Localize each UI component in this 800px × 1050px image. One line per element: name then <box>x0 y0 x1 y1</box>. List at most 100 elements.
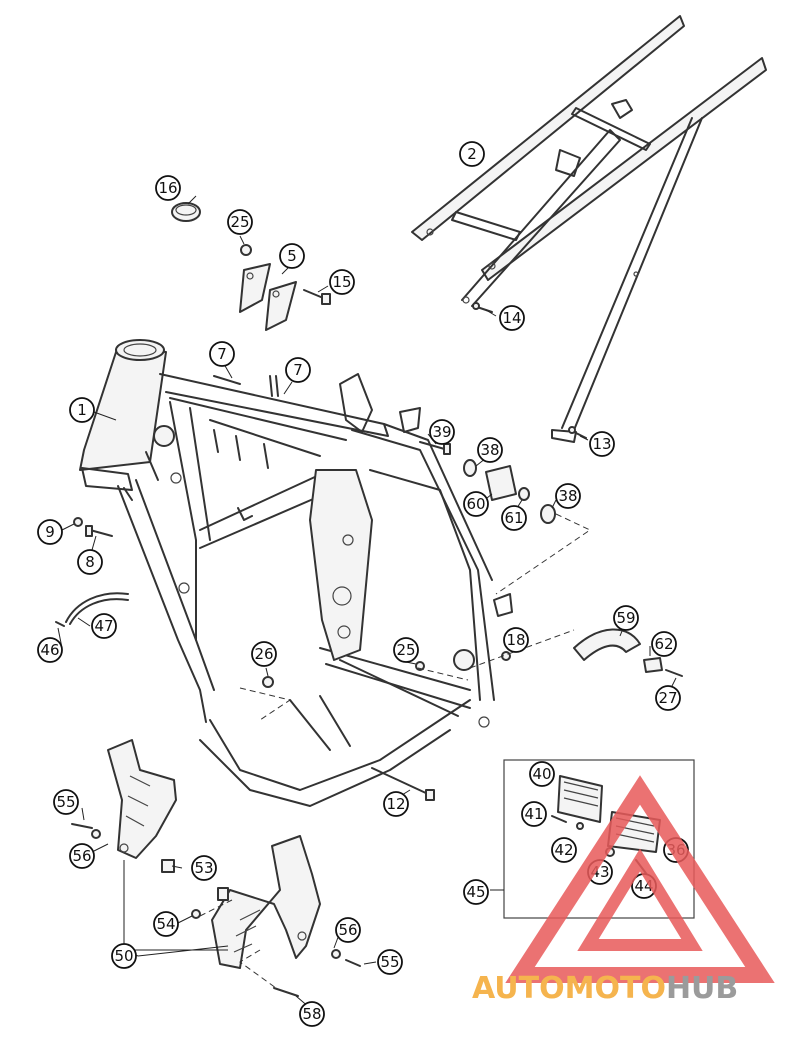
svg-text:46: 46 <box>40 641 59 659</box>
frame-guard-right <box>211 835 321 969</box>
bolt-14 <box>472 302 493 313</box>
svg-text:41: 41 <box>524 805 543 823</box>
svg-text:54: 54 <box>156 915 175 933</box>
svg-text:50: 50 <box>114 947 133 965</box>
watermark-triangle-inner <box>577 848 703 951</box>
svg-text:5: 5 <box>287 247 297 265</box>
callout-25a: 25 <box>227 209 253 235</box>
svg-text:59: 59 <box>616 609 635 627</box>
watermark-text-hub: HUB <box>666 971 738 1006</box>
svg-text:45: 45 <box>466 883 485 901</box>
svg-text:55: 55 <box>56 793 75 811</box>
svg-text:62: 62 <box>654 635 673 653</box>
callout-41: 41 <box>521 801 547 827</box>
callout-15: 15 <box>329 269 355 295</box>
svg-text:27: 27 <box>658 689 677 707</box>
nut-26 <box>262 676 274 688</box>
callout-16: 16 <box>155 175 181 201</box>
cap-16 <box>171 202 201 222</box>
svg-text:12: 12 <box>386 795 405 813</box>
svg-text:1: 1 <box>77 401 87 419</box>
callout-7a: 7 <box>209 341 235 367</box>
svg-text:9: 9 <box>45 523 55 541</box>
svg-text:55: 55 <box>380 953 399 971</box>
svg-text:15: 15 <box>332 273 351 291</box>
callout-40: 40 <box>529 761 555 787</box>
callout-7b: 7 <box>285 357 311 383</box>
nut-bolt-9-8 <box>73 517 113 537</box>
callout-58: 58 <box>299 1001 325 1027</box>
callout-55a: 55 <box>53 789 79 815</box>
svg-text:14: 14 <box>502 309 521 327</box>
nut-25-top <box>240 244 252 256</box>
watermark-triangle-outer <box>505 775 775 983</box>
callouts: 1 2 5 7 7 8 9 12 13 14 15 16 18 25 25 26… <box>37 141 689 1027</box>
svg-text:40: 40 <box>532 765 551 783</box>
callout-8: 8 <box>77 549 103 575</box>
svg-text:47: 47 <box>94 617 113 635</box>
callout-13: 13 <box>589 431 615 457</box>
svg-text:18: 18 <box>506 631 525 649</box>
svg-text:2: 2 <box>467 145 477 163</box>
bushing-stack <box>463 459 556 524</box>
callout-26: 26 <box>251 641 277 667</box>
svg-text:25: 25 <box>396 641 415 659</box>
svg-text:60: 60 <box>466 495 485 513</box>
guard-hardware <box>71 823 361 997</box>
callout-42: 42 <box>551 837 577 863</box>
watermark-logo: AUTOMOTOHUB <box>472 775 775 1006</box>
hose-47 <box>55 592 129 627</box>
callout-9: 9 <box>37 519 63 545</box>
bolt-15 <box>303 289 331 305</box>
studs-7 <box>213 375 279 397</box>
main-frame <box>79 339 513 807</box>
callout-38b: 38 <box>555 483 581 509</box>
svg-text:38: 38 <box>558 487 577 505</box>
callout-60: 60 <box>463 491 489 517</box>
bolt-39 <box>419 441 451 455</box>
callout-5: 5 <box>279 243 305 269</box>
callout-2: 2 <box>459 141 485 167</box>
callout-38a: 38 <box>477 437 503 463</box>
svg-text:25: 25 <box>230 213 249 231</box>
callout-25b: 25 <box>393 637 419 663</box>
callout-14: 14 <box>499 305 525 331</box>
callout-61: 61 <box>501 505 527 531</box>
callout-55b: 55 <box>377 949 403 975</box>
callout-56a: 56 <box>69 843 95 869</box>
svg-text:13: 13 <box>592 435 611 453</box>
svg-text:53: 53 <box>194 859 213 877</box>
callout-53: 53 <box>191 855 217 881</box>
svg-text:58: 58 <box>302 1005 321 1023</box>
callout-46: 46 <box>37 637 63 663</box>
callout-62: 62 <box>651 631 677 657</box>
callout-39: 39 <box>429 419 455 445</box>
callout-27: 27 <box>655 685 681 711</box>
svg-text:7: 7 <box>293 361 303 379</box>
callout-56b: 56 <box>335 917 361 943</box>
svg-text:56: 56 <box>338 921 357 939</box>
svg-text:26: 26 <box>254 645 273 663</box>
callout-18: 18 <box>503 627 529 653</box>
svg-text:61: 61 <box>504 509 523 527</box>
callout-54: 54 <box>153 911 179 937</box>
callout-47: 47 <box>91 613 117 639</box>
svg-text:42: 42 <box>554 841 573 859</box>
callout-1: 1 <box>69 397 95 423</box>
svg-text:56: 56 <box>72 847 91 865</box>
svg-text:39: 39 <box>432 423 451 441</box>
subframe <box>411 15 767 443</box>
svg-text:38: 38 <box>480 441 499 459</box>
bolt-12 <box>371 767 435 801</box>
frame-guard-left <box>107 739 177 859</box>
svg-text:8: 8 <box>85 553 95 571</box>
watermark-text: AUTOMOTOHUB <box>472 971 738 1006</box>
callout-45: 45 <box>463 879 489 905</box>
bolt-13 <box>568 426 587 439</box>
brackets-5 <box>239 263 297 331</box>
svg-text:16: 16 <box>158 179 177 197</box>
svg-text:7: 7 <box>217 345 227 363</box>
callout-50: 50 <box>111 943 137 969</box>
bracket-59 <box>573 628 683 677</box>
